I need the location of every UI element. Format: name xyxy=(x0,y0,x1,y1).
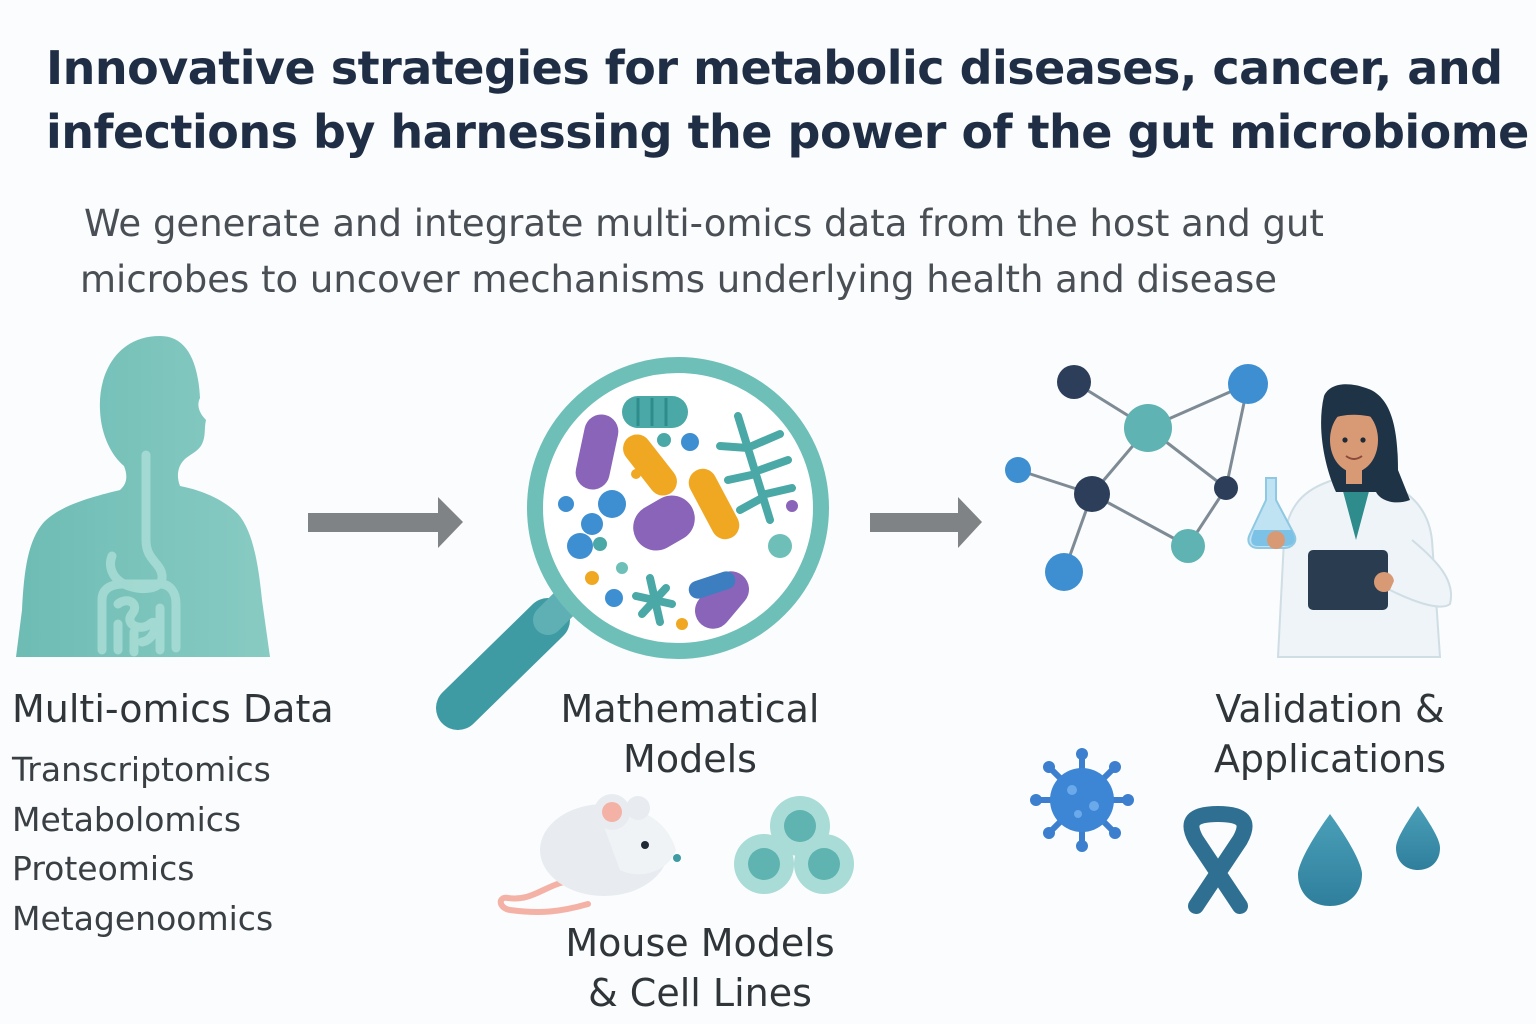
validation-heading-line-2: Applications xyxy=(1213,737,1447,781)
small-drop-icon xyxy=(1396,806,1440,870)
title-line-2: infections by harnessing the power of th… xyxy=(46,105,1529,159)
models-heading: Mathematical Models xyxy=(530,684,850,784)
arrow-1-icon xyxy=(308,497,463,548)
network-graph-icon xyxy=(1005,364,1268,591)
validation-heading-line-1: Validation & xyxy=(1215,687,1445,731)
omics-item: Metabolomics xyxy=(12,799,242,839)
models-heading-line-2: Models xyxy=(623,737,757,781)
mouse-label-line-1: Mouse Models xyxy=(565,921,835,965)
cell-lines-icon xyxy=(734,796,854,894)
omics-heading: Multi-omics Data xyxy=(12,687,334,731)
subtitle-line-1: We generate and integrate multi-omics da… xyxy=(84,202,1324,245)
validation-heading: Validation & Applications xyxy=(1170,684,1490,784)
arrow-2-icon xyxy=(870,497,982,548)
awareness-ribbon-icon xyxy=(1183,806,1253,914)
omics-item: Transcriptomics xyxy=(12,750,271,789)
mouse-cell-lines-label: Mouse Models & Cell Lines xyxy=(540,918,860,1018)
page-subtitle: We generate and integrate multi-omics da… xyxy=(80,196,1480,308)
title-line-1: Innovative strategies for metabolic dise… xyxy=(46,41,1503,95)
subtitle-line-2: microbes to uncover mechanisms underlyin… xyxy=(80,258,1278,301)
models-heading-line-1: Mathematical xyxy=(560,687,820,731)
omics-item: Proteomics xyxy=(12,849,195,888)
large-drop-icon xyxy=(1298,814,1362,906)
virus-icon xyxy=(1030,748,1134,852)
scientist-icon xyxy=(1247,384,1453,658)
page-title: Innovative strategies for metabolic dise… xyxy=(46,36,1529,164)
mouse-label-line-2: & Cell Lines xyxy=(588,971,812,1015)
omics-list: Transcriptomics Metabolomics Proteomics … xyxy=(12,745,273,943)
omics-item: Metagenoomics xyxy=(12,898,274,938)
mouse-icon xyxy=(497,794,681,915)
magnifier-microbes-icon xyxy=(436,357,829,730)
human-body-icon xyxy=(16,336,270,657)
